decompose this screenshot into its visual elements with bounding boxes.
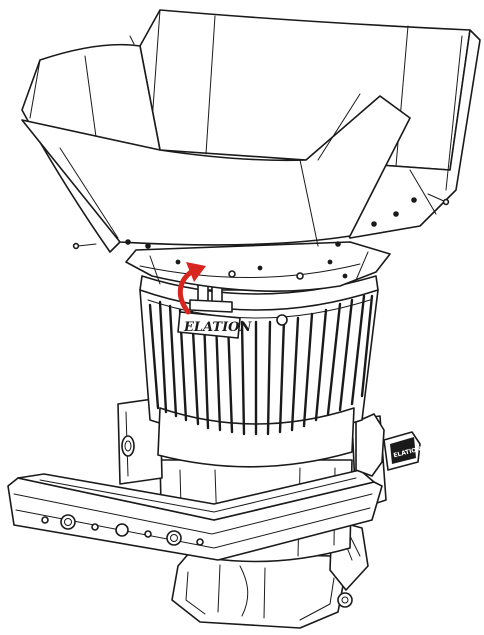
top-ring-plate: [125, 241, 391, 292]
yoke-bracket: [7, 397, 387, 561]
main-body: ELATION: [139, 275, 379, 468]
heat-sink-fins: [148, 294, 374, 436]
brand-logo: ELATION: [183, 320, 253, 335]
rotation-arrow-icon: [177, 262, 206, 315]
barndoors: [21, 9, 481, 253]
barndoor-front: [21, 95, 411, 246]
tilt-lock-knob: ELATION: [355, 413, 422, 477]
barndoor-back: [139, 9, 471, 171]
